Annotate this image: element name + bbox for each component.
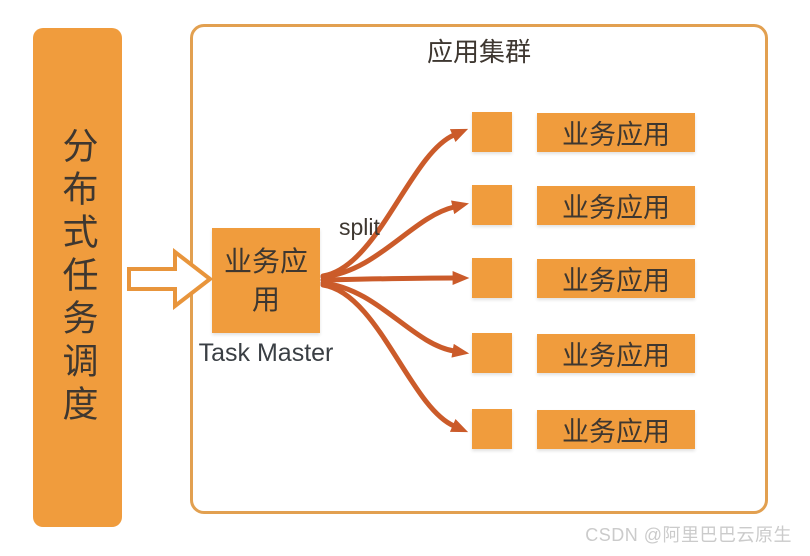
worker-app-node: 业务应用 [537, 333, 695, 373]
worker-row: 业务应用 [472, 333, 695, 373]
cluster-title: 应用集群 [426, 37, 531, 67]
worker-app-node: 业务应用 [537, 258, 695, 298]
worker-task-square [472, 333, 512, 373]
worker-task-square [472, 112, 512, 152]
worker-row: 业务应用 [472, 258, 695, 298]
worker-app-node: 业务应用 [537, 185, 695, 225]
task-master-node: 业务应用 [212, 228, 320, 333]
worker-row: 业务应用 [472, 409, 695, 449]
big-right-arrow-icon [127, 248, 213, 310]
left-banner-label: 分布式任务调度 [57, 127, 99, 428]
csdn-watermark: CSDN @阿里巴巴云原生 [585, 525, 792, 545]
worker-task-square [472, 258, 512, 298]
worker-app-node: 业务应用 [537, 112, 695, 152]
split-label: split [339, 214, 380, 240]
worker-row: 业务应用 [472, 185, 695, 225]
worker-task-square [472, 185, 512, 225]
task-master-caption: Task Master [198, 339, 334, 367]
worker-row: 业务应用 [472, 112, 695, 152]
worker-app-node: 业务应用 [537, 409, 695, 449]
left-banner: 分布式任务调度 [33, 28, 122, 527]
worker-task-square [472, 409, 512, 449]
